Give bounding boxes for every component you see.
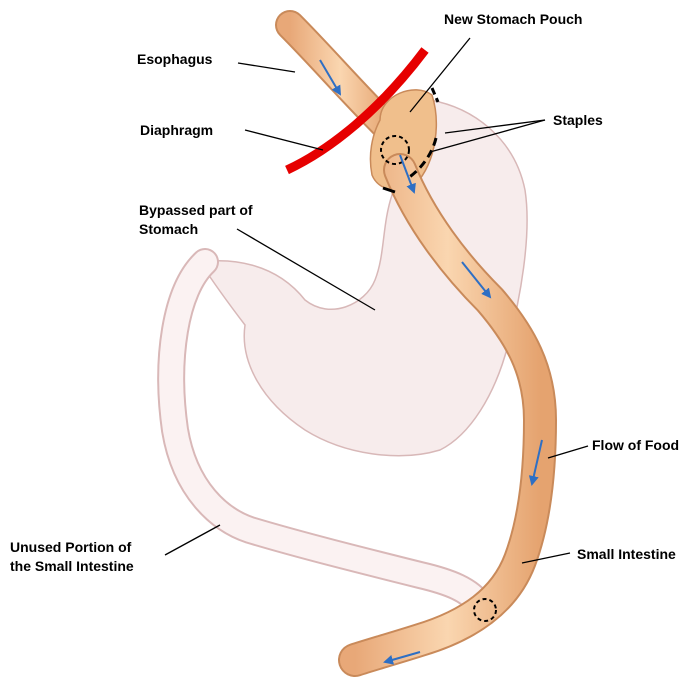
- label-small-intestine: Small Intestine: [577, 545, 676, 564]
- leader-unused-intestine: [165, 525, 220, 555]
- label-staples: Staples: [553, 111, 603, 130]
- label-bypassed-line2: Stomach: [139, 220, 253, 239]
- label-unused-line2: the Small Intestine: [10, 557, 134, 576]
- label-unused-line1: Unused Portion of: [10, 538, 134, 557]
- leader-esophagus: [238, 63, 295, 72]
- label-unused-intestine: Unused Portion of the Small Intestine: [10, 538, 134, 576]
- label-bypassed-line1: Bypassed part of: [139, 201, 253, 220]
- label-diaphragm: Diaphragm: [140, 121, 213, 140]
- esophagus-tube: [290, 25, 390, 130]
- leader-diaphragm: [245, 130, 323, 150]
- label-esophagus: Esophagus: [137, 50, 212, 69]
- label-new-stomach-pouch: New Stomach Pouch: [444, 10, 582, 29]
- leader-new-stomach-pouch: [410, 38, 470, 112]
- label-flow-of-food: Flow of Food: [592, 436, 679, 455]
- label-bypassed-stomach: Bypassed part of Stomach: [139, 201, 253, 239]
